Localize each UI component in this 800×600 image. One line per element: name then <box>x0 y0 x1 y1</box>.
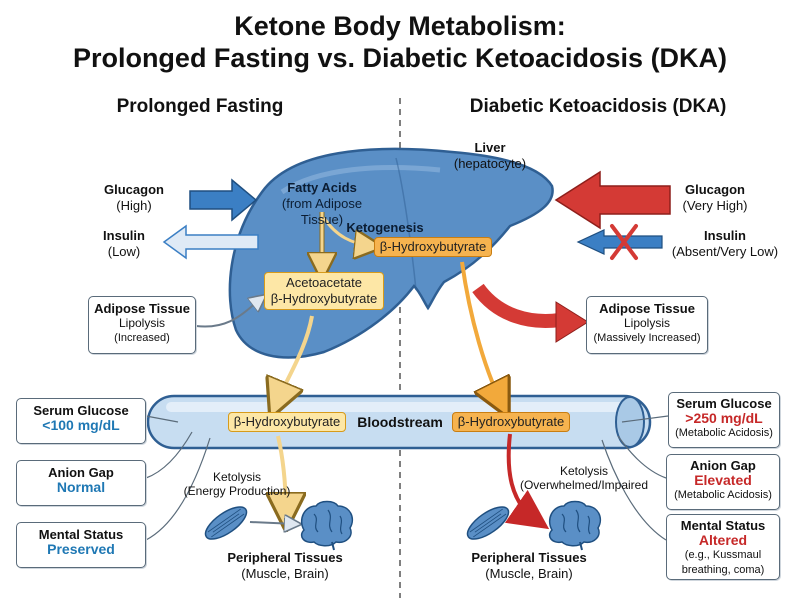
right-anion-title: Anion Gap <box>690 458 756 473</box>
left-adipose-box: Adipose Tissue Lipolysis (Increased) <box>88 296 196 354</box>
right-glucose-box: Serum Glucose >250 mg/dL (Metabolic Acid… <box>668 392 780 448</box>
left-adipose-title: Adipose Tissue <box>94 301 190 316</box>
liver-bhb-chip: β-Hydroxybutyrate <box>374 237 492 257</box>
right-glucagon-title: Glucagon <box>685 182 745 197</box>
muscle-icon <box>204 506 248 540</box>
right-ketolysis-label: Ketolysis (Overwhelmed/Impaired <box>514 464 654 492</box>
left-mental-box: Mental Status Preserved <box>16 522 146 568</box>
ketones-chip: Acetoacetate β-Hydroxybutyrate <box>264 272 384 310</box>
left-insulin-label: Insulin (Low) <box>84 228 164 260</box>
left-insulin-title: Insulin <box>103 228 145 243</box>
right-insulin-label: Insulin (Absent/Very Low) <box>664 228 786 260</box>
brain-icon <box>300 500 354 551</box>
left-adipose-line1: Lipolysis <box>118 316 166 330</box>
liver-label: Liver (hepatocyte) <box>440 140 540 172</box>
liver-sub: (hepatocyte) <box>453 156 527 171</box>
left-glucose-value: <100 mg/dL <box>42 417 120 433</box>
left-glucagon-title: Glucagon <box>104 182 164 197</box>
left-adipose-line2: (Increased) <box>114 332 170 344</box>
ketones-line1: Acetoacetate <box>286 275 362 290</box>
muscle-icon <box>466 506 510 540</box>
left-glucagon-label: Glucagon (High) <box>84 182 184 214</box>
left-glucose-box: Serum Glucose <100 mg/dL <box>16 398 146 444</box>
left-insulin-value: (Low) <box>107 244 141 259</box>
right-mental-title: Mental Status <box>680 518 766 533</box>
right-adipose-line1: Lipolysis <box>623 316 671 330</box>
right-mental-value: Altered <box>698 532 748 548</box>
right-adipose-line2: (Massively Increased) <box>593 332 701 344</box>
left-blood-bhb-chip: β-Hydroxybutyrate <box>228 412 346 432</box>
liver-title: Liver <box>474 140 506 155</box>
insulin-arrow-left <box>162 224 259 260</box>
right-insulin-value: (Absent/Very Low) <box>671 244 779 259</box>
right-ketolysis-line1: Ketolysis <box>559 464 609 478</box>
fatty-acids-title: Fatty Acids <box>287 180 357 195</box>
right-mental-note2: breathing, coma) <box>681 564 765 576</box>
right-mental-box: Mental Status Altered (e.g., Kussmaul br… <box>666 514 780 580</box>
right-tissues-title: Peripheral Tissues <box>471 550 587 565</box>
inhibition-x-icon <box>610 224 638 260</box>
right-tissues-sub: (Muscle, Brain) <box>485 566 573 581</box>
left-ketolysis-line2: (Energy Production) <box>183 484 291 498</box>
right-anion-value: Elevated <box>694 472 752 488</box>
left-ketolysis-label: Ketolysis (Energy Production) <box>172 470 302 498</box>
right-mental-note1: (e.g., Kussmaul <box>684 549 762 561</box>
right-adipose-title: Adipose Tissue <box>599 301 695 316</box>
right-glucagon-value: (Very High) <box>682 198 748 213</box>
left-mental-value: Preserved <box>47 541 115 557</box>
left-glucagon-value: (High) <box>116 198 152 213</box>
right-glucose-note: (Metabolic Acidosis) <box>675 427 773 439</box>
left-tissues-sub: (Muscle, Brain) <box>241 566 329 581</box>
title-line-2: Prolonged Fasting vs. Diabetic Ketoacido… <box>72 43 728 73</box>
left-tissues-title: Peripheral Tissues <box>227 550 343 565</box>
left-tissues-label: Peripheral Tissues (Muscle, Brain) <box>210 550 360 582</box>
right-heading: Diabetic Ketoacidosis (DKA) <box>469 96 727 117</box>
left-mental-title: Mental Status <box>38 527 124 542</box>
right-ketolysis-line2: (Overwhelmed/Impaired <box>519 478 649 492</box>
left-ketolysis-line1: Ketolysis <box>212 470 262 484</box>
right-glucose-value: >250 mg/dL <box>685 410 763 426</box>
glucagon-arrow-left <box>189 178 258 222</box>
left-anion-box: Anion Gap Normal <box>16 460 146 506</box>
right-anion-note: (Metabolic Acidosis) <box>674 489 772 501</box>
fatty-acids-src: (from Adipose Tissue) <box>281 196 363 227</box>
left-glucose-title: Serum Glucose <box>33 403 129 418</box>
insulin-arrow-right <box>576 229 663 255</box>
right-glucagon-label: Glucagon (Very High) <box>670 182 760 214</box>
left-anion-value: Normal <box>56 479 106 495</box>
left-anion-title: Anion Gap <box>48 465 114 480</box>
brain-icon <box>548 500 602 551</box>
fatty-acids-label: Fatty Acids (from Adipose Tissue) <box>262 180 382 228</box>
bloodstream-label: Bloodstream <box>357 414 443 430</box>
glucagon-arrow-right <box>554 170 671 230</box>
right-anion-box: Anion Gap Elevated (Metabolic Acidosis) <box>666 454 780 510</box>
page-title: Ketone Body Metabolism: Prolonged Fastin… <box>0 10 800 74</box>
ketones-line2: β-Hydroxybutyrate <box>270 291 378 306</box>
title-line-1: Ketone Body Metabolism: <box>234 11 566 41</box>
right-insulin-title: Insulin <box>704 228 746 243</box>
right-adipose-box: Adipose Tissue Lipolysis (Massively Incr… <box>586 296 708 354</box>
ketogenesis-label: Ketogenesis <box>346 220 424 235</box>
right-tissues-label: Peripheral Tissues (Muscle, Brain) <box>454 550 604 582</box>
right-blood-bhb-chip: β-Hydroxybutyrate <box>452 412 570 432</box>
left-heading: Prolonged Fasting <box>116 96 284 117</box>
right-glucose-title: Serum Glucose <box>676 396 772 411</box>
red-adipose-arrow <box>472 283 561 328</box>
